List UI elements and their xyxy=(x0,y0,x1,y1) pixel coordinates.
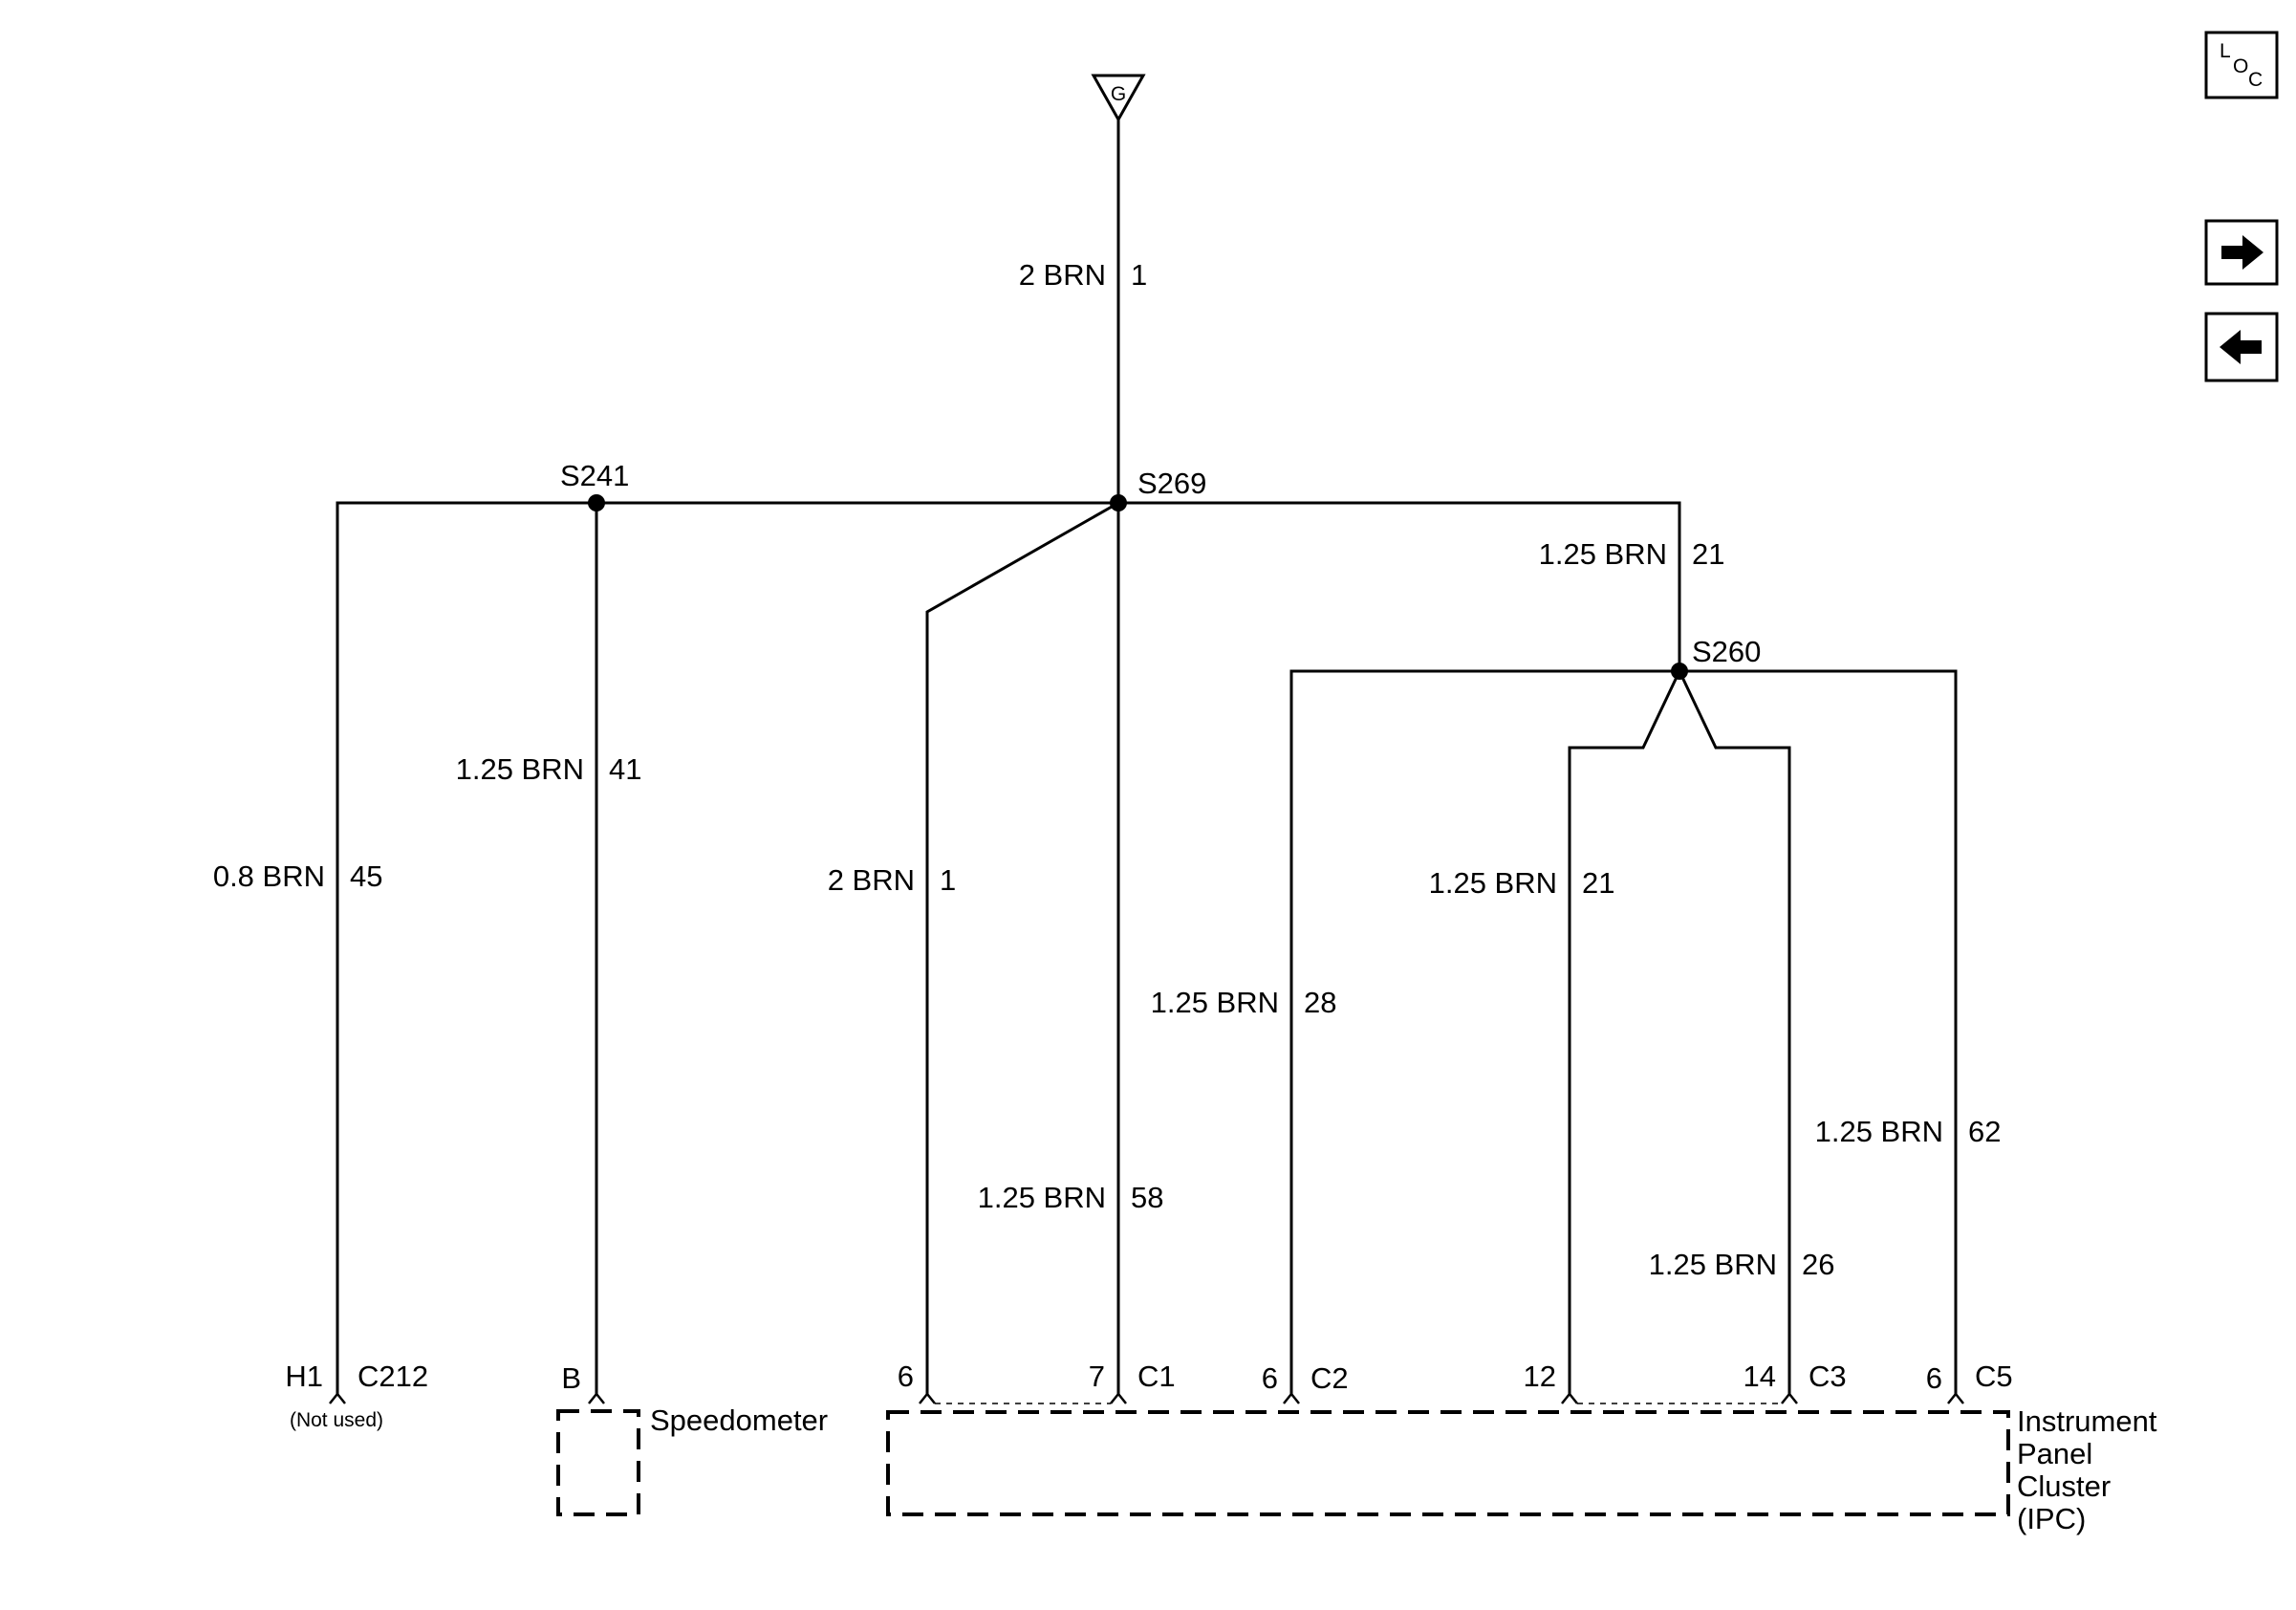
connector-c1-pin-6: 6 xyxy=(898,1360,914,1393)
splice-s241-label: S241 xyxy=(560,459,629,492)
wire-ipc-c1-7-size: 1.25 BRN xyxy=(978,1181,1106,1214)
connector-c212-note: (Not used) xyxy=(290,1409,383,1431)
wire-ipc-c3-12-circuit: 21 xyxy=(1582,866,1614,900)
splice-s269-label: S269 xyxy=(1137,467,1206,500)
ground-symbol: G xyxy=(1091,74,1146,123)
arrow-right-icon xyxy=(2221,235,2264,270)
wire-ipc-c2-6-size: 1.25 BRN xyxy=(1151,986,1279,1019)
connector-c3-name: C3 xyxy=(1809,1360,1847,1393)
wire-s260-outer xyxy=(1289,669,1958,1394)
loc-letter-l: L xyxy=(2220,40,2231,62)
wire-ipc-c3-12-size: 1.25 BRN xyxy=(1429,866,1557,900)
wire-s260-inner xyxy=(1568,667,1791,1394)
ipc-label-line4: (IPC) xyxy=(2017,1502,2086,1535)
loc-icon: L O C xyxy=(2220,40,2263,91)
splice-s241 xyxy=(588,494,605,511)
wire-ipc-c1-7-circuit: 58 xyxy=(1131,1181,1163,1214)
wire-bus xyxy=(336,501,1681,1394)
ipc-label-line3: Cluster xyxy=(2017,1469,2111,1503)
connector-c5-name: C5 xyxy=(1975,1360,2013,1393)
wire-ipc-c3-14-size: 1.25 BRN xyxy=(1649,1248,1777,1281)
wire-c212-size: 0.8 BRN xyxy=(213,859,325,893)
splice-s260-label: S260 xyxy=(1692,635,1761,668)
arrow-left-icon xyxy=(2220,330,2262,364)
wire-c212-circuit: 45 xyxy=(350,859,382,893)
pin-terminals xyxy=(329,1391,1964,1404)
wire-speedo-size: 1.25 BRN xyxy=(456,752,584,786)
wire-main-circuit: 1 xyxy=(1131,258,1147,292)
connector-c212-name: C212 xyxy=(357,1360,428,1393)
previous-page-button[interactable] xyxy=(2204,312,2279,382)
wire-speedo-circuit: 41 xyxy=(609,752,641,786)
ipc-label-line1: Instrument xyxy=(2017,1404,2157,1438)
loc-letter-o: O xyxy=(2233,55,2248,77)
connector-c2-name: C2 xyxy=(1310,1361,1349,1395)
wire-ipc-c1-6-circuit: 1 xyxy=(940,863,956,897)
wire-ipc-c1-6 xyxy=(925,501,1119,1394)
splice-s260 xyxy=(1671,663,1688,680)
splice-s269 xyxy=(1110,494,1127,511)
loc-button[interactable]: L O C xyxy=(2204,31,2279,99)
wire-ipc-c5-6-circuit: 62 xyxy=(1968,1115,2001,1148)
loc-letter-c: C xyxy=(2248,69,2263,91)
connector-c3-pin-12: 12 xyxy=(1524,1360,1556,1393)
connector-c5-pin: 6 xyxy=(1926,1361,1942,1395)
wire-ipc-c2-6-circuit: 28 xyxy=(1304,986,1336,1019)
next-page-button[interactable] xyxy=(2204,219,2279,286)
ipc-box xyxy=(886,1410,2010,1516)
speedometer-box xyxy=(556,1409,640,1516)
speedometer-label: Speedometer xyxy=(650,1403,828,1437)
ground-label: G xyxy=(1111,83,1126,105)
connector-c212-pin: H1 xyxy=(285,1360,323,1393)
wire-to-s260-size: 1.25 BRN xyxy=(1539,537,1667,571)
connector-c1-name: C1 xyxy=(1137,1360,1176,1393)
wire-ipc-c1-6-size: 2 BRN xyxy=(828,863,915,897)
connector-speedo-pin: B xyxy=(561,1361,581,1395)
ipc-label-line2: Panel xyxy=(2017,1437,2092,1470)
wire-main-size: 2 BRN xyxy=(1019,258,1106,292)
wire-ipc-c3-14-circuit: 26 xyxy=(1802,1248,1834,1281)
connector-c1-pin-7: 7 xyxy=(1089,1360,1105,1393)
connector-c2-pin: 6 xyxy=(1262,1361,1278,1395)
connector-c3-pin-14: 14 xyxy=(1744,1360,1776,1393)
wire-to-s260-circuit: 21 xyxy=(1692,537,1724,571)
wire-ipc-c5-6-size: 1.25 BRN xyxy=(1815,1115,1943,1148)
